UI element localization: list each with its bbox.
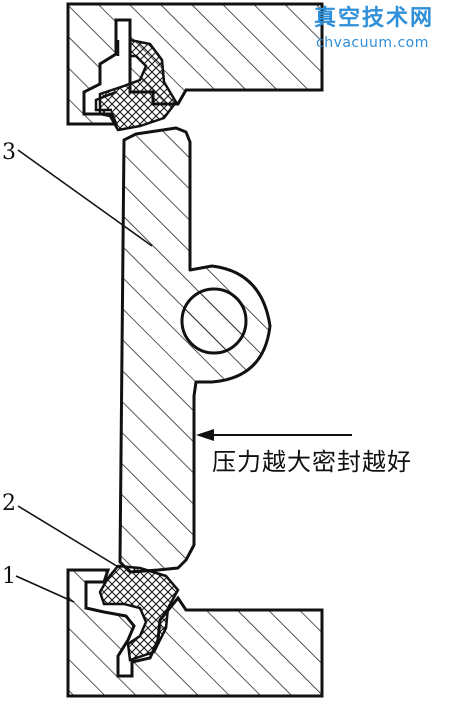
part-label-3: 3: [2, 140, 16, 165]
upper-seal-ring: [98, 38, 178, 132]
lower-flange: [66, 568, 324, 698]
part-label-1: 1: [2, 564, 16, 589]
leader-line-1: [15, 575, 75, 603]
door-plate: [118, 126, 272, 574]
leader-line-2: [17, 505, 121, 569]
pressure-arrow-icon: [196, 429, 214, 441]
watermark-url: chvacuum.com: [316, 35, 429, 51]
part-label-2: 2: [2, 491, 16, 516]
upper-seal-spring: [94, 40, 120, 112]
watermark-title: 真空技术网: [314, 6, 435, 31]
hinge-pin: [180, 287, 248, 355]
pressure-annotation: 压力越大密封越好: [212, 448, 412, 476]
leader-line-3: [17, 149, 153, 247]
